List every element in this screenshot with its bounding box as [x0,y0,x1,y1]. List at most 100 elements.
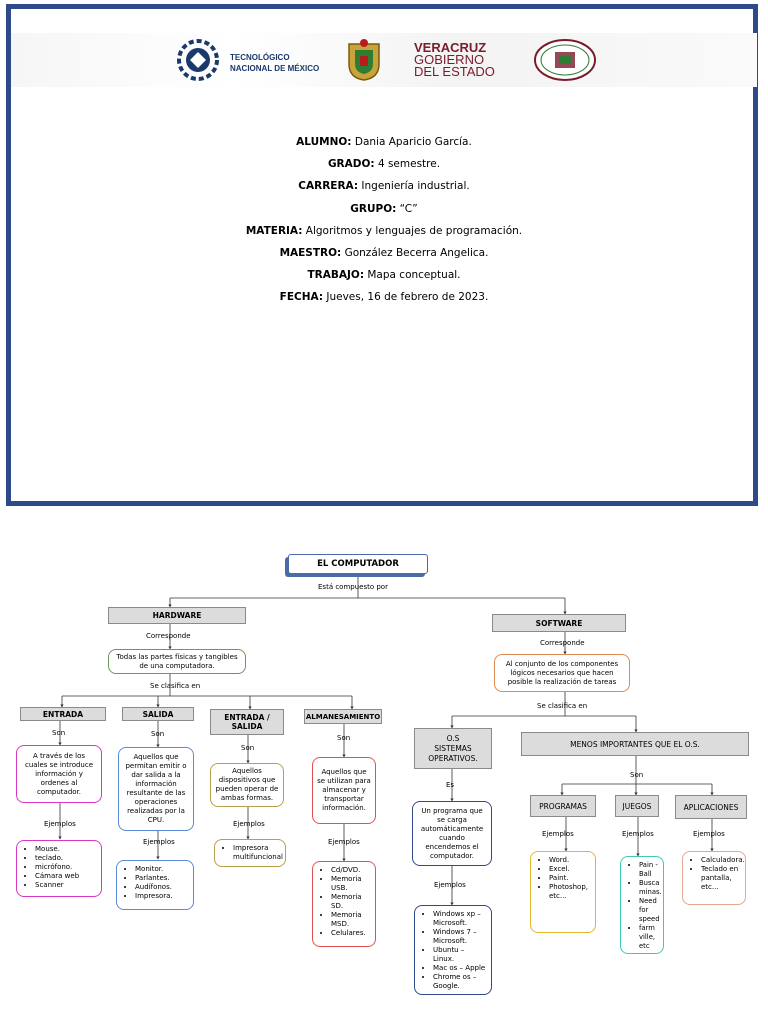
cover-field-label: MAESTRO: [279,247,342,259]
programas-ejemplos-label: Ejemplos [542,830,574,838]
hw-clasifica-label: Se clasifica en [150,682,201,690]
list-item: Impresora multifuncional [233,844,283,862]
salida-son-label: Son [151,730,165,738]
list-item: Memoria MSD. [331,911,371,929]
hardware-desc: Todas las partes físicas y tangibles de … [108,649,246,674]
entrada-desc: A través de los cuales se introduce info… [16,745,102,803]
veracruz-shield [346,38,382,82]
cover-field-label: TRABAJO: [307,269,365,282]
list-item: Chrome os – Google. [433,973,487,991]
os-full: SISTEMAS OPERATIVOS. [428,743,478,763]
cover-field-value: “C” [396,202,418,215]
cover-field-value: Mapa conceptual. [364,269,461,282]
salida-ejemplos-label: Ejemplos [143,838,175,846]
tecnm-logo [176,38,220,82]
cover-field: CARRERA: Ingeniería industrial. [0,180,768,192]
veracruz-line3: DEL ESTADO [414,64,495,79]
list-item: Cámara web [35,872,97,881]
entrada-ejemplos-label: Ejemplos [44,820,76,828]
cover-field-label: MATERIA: [245,224,303,237]
os-list: Windows xp – Microsoft.Windows 7 – Micro… [421,910,487,991]
list-item: Audífonos. [135,883,189,892]
list-item: Parlantes. [135,874,189,883]
list-item: Memoria USB. [331,875,371,893]
list-item: Mac os – Apple [433,964,487,973]
list-item: farm ville, etc [639,924,659,951]
alm-examples: Cd/DVD.Memoria USB.Memoria SD.Memoria MS… [312,861,376,947]
es-examples: Impresora multifuncional [214,839,286,867]
salida-desc: Aquellos que permitan emitir o dar salid… [118,747,194,831]
juegos-node: JUEGOS [615,795,659,817]
menos-importantes-node: MENOS IMPORTANTES QUE EL O.S. [521,732,749,756]
salida-list: Monitor.Parlantes.Audífonos.Impresora. [123,865,189,901]
tecnm-line2: NACIONAL DE MÉXICO [230,64,320,73]
cover-field: FECHA: Jueves, 16 de febrero de 2023. [0,291,768,303]
cover-field-label: GRUPO: [350,202,397,215]
cover-field-label: CARRERA: [298,180,359,193]
entrada-examples: Mouse.teclado.micrófono.Cámara webScanne… [16,840,102,897]
alm-son-label: Son [337,734,351,742]
menos-son-label: Son [630,771,644,779]
list-item: Memoria SD. [331,893,371,911]
alm-list: Cd/DVD.Memoria USB.Memoria SD.Memoria MS… [319,866,371,938]
cover-page [6,4,758,506]
list-item: Celulares. [331,929,371,938]
list-item: Busca minas. [639,879,662,897]
juegos-examples: Pain - BallBusca minas.Need for speedfar… [620,856,664,954]
entrada-node: ENTRADA [20,707,106,721]
institute-seal-icon [534,39,596,81]
entrada-list: Mouse.teclado.micrófono.Cámara webScanne… [23,845,97,890]
aplicaciones-node: APLICACIONES [675,795,747,819]
apps-examples: Calculadora.Teclado en pantalla, etc... [682,851,746,905]
list-item: Calculadora. [701,856,745,865]
apps-ejemplos-label: Ejemplos [693,830,725,838]
programas-node: PROGRAMAS [530,795,596,817]
list-item: Photoshop, etc... [549,883,591,901]
list-item: Mouse. [35,845,97,854]
veracruz-line1: VERACRUZ [414,40,487,55]
veracruz-text: VERACRUZ GOBIERNO DEL ESTADO [414,40,495,79]
list-item: Cd/DVD. [331,866,371,875]
list-item: Monitor. [135,865,189,874]
list-item: Windows 7 – Microsoft. [433,928,487,946]
cover-field-label: ALUMNO: [296,136,352,148]
veracruz-line2: GOBIERNO [414,52,485,67]
os-abbr: O.S [446,733,460,743]
cover-field: MAESTRO: González Becerra Angelica. [0,247,768,259]
es-node: ENTRADA / SALIDA [210,709,284,735]
list-item: Paint. [549,874,591,883]
veracruz-shield-icon [348,39,380,81]
tecnm-text: TECNOLÓGICO NACIONAL DE MÉXICO [230,52,319,74]
sw-corresponde-label: Corresponde [540,639,585,647]
juegos-list: Pain - BallBusca minas.Need for speedfar… [627,861,662,951]
hardware-node: HARDWARE [108,607,246,624]
cover-field-value: Dania Aparicio García. [351,136,472,148]
cover-field-value: González Becerra Angelica. [341,247,489,259]
composed-label: Está compuesto por [318,583,388,591]
cover-field: GRUPO: “C” [0,203,768,215]
es-desc: Aquellos dispositivos que pueden operar … [210,763,284,807]
alm-desc: Aquellos que se utilizan para almacenar … [312,757,376,824]
cover-field: TRABAJO: Mapa conceptual. [0,269,768,281]
list-item: Pain - Ball [639,861,659,879]
cover-field-value: Jueves, 16 de febrero de 2023. [323,291,489,304]
os-desc: Un programa que se carga automáticamente… [412,801,492,866]
es-ejemplos-label: Ejemplos [233,820,265,828]
programas-list: Word.Excel.Paint.Photoshop, etc... [537,856,591,901]
list-item: Impresora. [135,892,189,901]
entrada-son-label: Son [52,729,66,737]
es-list: Impresora multifuncional [221,844,283,862]
software-node: SOFTWARE [492,614,626,632]
cover-field-value: 4 semestre. [374,158,441,171]
institute-seal [533,38,597,82]
salida-node: SALIDA [122,707,194,721]
os-es-label: Es [446,781,455,789]
logo-band [11,33,757,87]
alm-ejemplos-label: Ejemplos [328,838,360,846]
hw-corresponde-label: Corresponde [146,632,191,640]
list-item: Word. [549,856,591,865]
os-examples: Windows xp – Microsoft.Windows 7 – Micro… [414,905,492,995]
software-desc: Al conjunto de los componentes lógicos n… [494,654,630,692]
list-item: Excel. [549,865,591,874]
list-item: teclado. [35,854,97,863]
